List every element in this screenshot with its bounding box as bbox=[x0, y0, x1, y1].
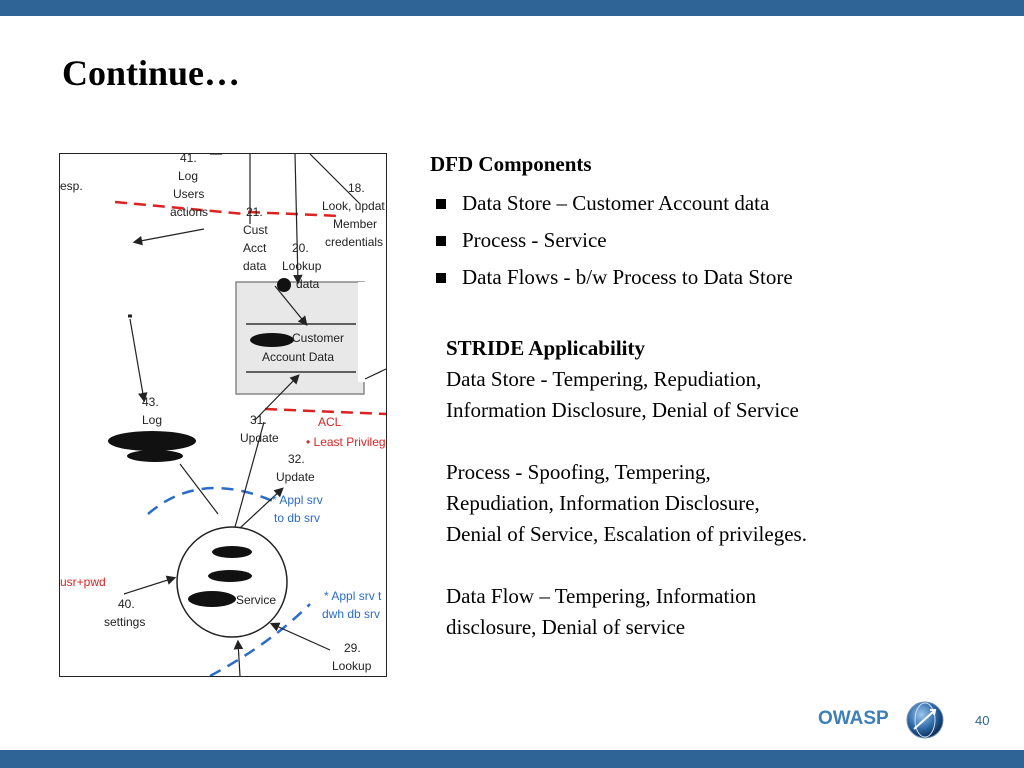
label-lookup-20: Lookup bbox=[282, 259, 322, 273]
label-appl-srv-dwh-1: * Appl srv t bbox=[324, 589, 382, 603]
page-number: 40 bbox=[975, 713, 990, 728]
list-item-text: Data Store – Customer Account data bbox=[462, 191, 770, 215]
stride-process-line-3: Denial of Service, Escalation of privile… bbox=[446, 522, 807, 546]
label-least-privilege: • Least Privilege bbox=[306, 435, 386, 449]
label-account-data: Account Data bbox=[262, 350, 334, 364]
top-accent-bar bbox=[0, 0, 1024, 16]
label-31: 31. bbox=[250, 413, 267, 427]
redaction-blob bbox=[208, 570, 252, 582]
stride-process-line-1: Process - Spoofing, Tempering, bbox=[446, 460, 711, 484]
stride-data-store-line-1: Data Store - Tempering, Repudiation, bbox=[446, 367, 762, 391]
label-41: 41. bbox=[180, 154, 197, 165]
stride-data-store-line-2: Information Disclosure, Denial of Servic… bbox=[446, 398, 799, 422]
list-item-text: Data Flows - b/w Process to Data Store bbox=[462, 265, 793, 289]
dfd-diagram-svg: esp. 41. Log Users actions 18. Look, upd… bbox=[60, 154, 386, 676]
dfd-components-list: Data Store – Customer Account data Proce… bbox=[430, 185, 990, 296]
label-lookup-29: Lookup bbox=[332, 659, 372, 673]
stride-flow-line-2: disclosure, Denial of service bbox=[446, 615, 686, 639]
label-log-43: Log bbox=[142, 413, 162, 427]
label-data-20: data bbox=[296, 277, 320, 291]
label-usr-pwd: usr+pwd bbox=[60, 575, 106, 589]
square-bullet-icon bbox=[436, 235, 446, 246]
label-log-users-1: Log bbox=[178, 169, 198, 183]
label-acct: Acct bbox=[243, 241, 267, 255]
label-data-21: data bbox=[243, 259, 267, 273]
label-29: 29. bbox=[344, 641, 361, 655]
service-process-circle bbox=[176, 526, 288, 638]
label-log-users-3: actions bbox=[170, 205, 208, 219]
stride-flow-line-1: Data Flow – Tempering, Information bbox=[446, 584, 757, 608]
label-cust: Cust bbox=[243, 223, 268, 237]
label-settings: settings bbox=[104, 615, 145, 629]
label-service: Service bbox=[236, 593, 276, 607]
redaction-blob bbox=[108, 431, 196, 451]
trust-boundary-blue-bottom bbox=[209, 603, 311, 676]
square-bullet-icon bbox=[436, 198, 446, 209]
dfd-components-heading: DFD Components bbox=[430, 152, 592, 176]
label-look-update: Look, updat bbox=[322, 199, 385, 213]
stride-process-line-2: Repudiation, Information Disclosure, bbox=[446, 491, 760, 515]
list-item: Data Flows - b/w Process to Data Store bbox=[430, 259, 990, 296]
slide-title: Continue… bbox=[62, 53, 241, 93]
redaction-blob bbox=[212, 546, 252, 558]
label-update-31: Update bbox=[240, 431, 279, 445]
list-item: Data Store – Customer Account data bbox=[430, 185, 990, 222]
trust-boundary-blue-top bbox=[147, 486, 276, 515]
owasp-globe-logo-icon bbox=[906, 701, 944, 739]
trust-boundary-red-mid bbox=[264, 407, 386, 416]
label-appl-srv-1: * Appl srv bbox=[272, 493, 323, 507]
label-32: 32. bbox=[288, 452, 305, 466]
label-customer: Customer bbox=[292, 331, 344, 345]
list-item: Process - Service bbox=[430, 222, 990, 259]
label-esp: esp. bbox=[60, 179, 83, 193]
label-log-users-2: Users bbox=[173, 187, 204, 201]
trust-boundary-red-top bbox=[114, 200, 341, 218]
list-item-text: Process - Service bbox=[462, 228, 607, 252]
label-member: Member bbox=[333, 217, 377, 231]
square-bullet-icon bbox=[436, 272, 446, 283]
label-21: 21. bbox=[246, 205, 263, 219]
label-update-32: Update bbox=[276, 470, 315, 484]
redaction-blob bbox=[188, 591, 236, 607]
label-appl-srv-dwh-2: dwh db srv bbox=[322, 607, 380, 621]
bottom-accent-bar bbox=[0, 750, 1024, 768]
label-20: 20. bbox=[292, 241, 309, 255]
stride-heading: STRIDE Applicability bbox=[446, 336, 645, 360]
redaction-blob bbox=[127, 450, 183, 462]
label-43: 43. bbox=[142, 395, 159, 409]
stride-section: STRIDE Applicability Data Store - Temper… bbox=[446, 333, 986, 643]
footer-brand: OWASP bbox=[818, 708, 889, 729]
label-40: 40. bbox=[118, 597, 135, 611]
label-credentials: credentials bbox=[325, 235, 383, 249]
redaction-blob bbox=[277, 278, 291, 292]
dfd-components-section: DFD Components Data Store – Customer Acc… bbox=[430, 152, 990, 296]
label-18: 18. bbox=[348, 181, 365, 195]
dfd-diagram: esp. 41. Log Users actions 18. Look, upd… bbox=[59, 153, 387, 677]
label-appl-srv-2: to db srv bbox=[274, 511, 320, 525]
label-acl: ACL bbox=[318, 415, 342, 429]
redaction-blob bbox=[250, 333, 294, 347]
